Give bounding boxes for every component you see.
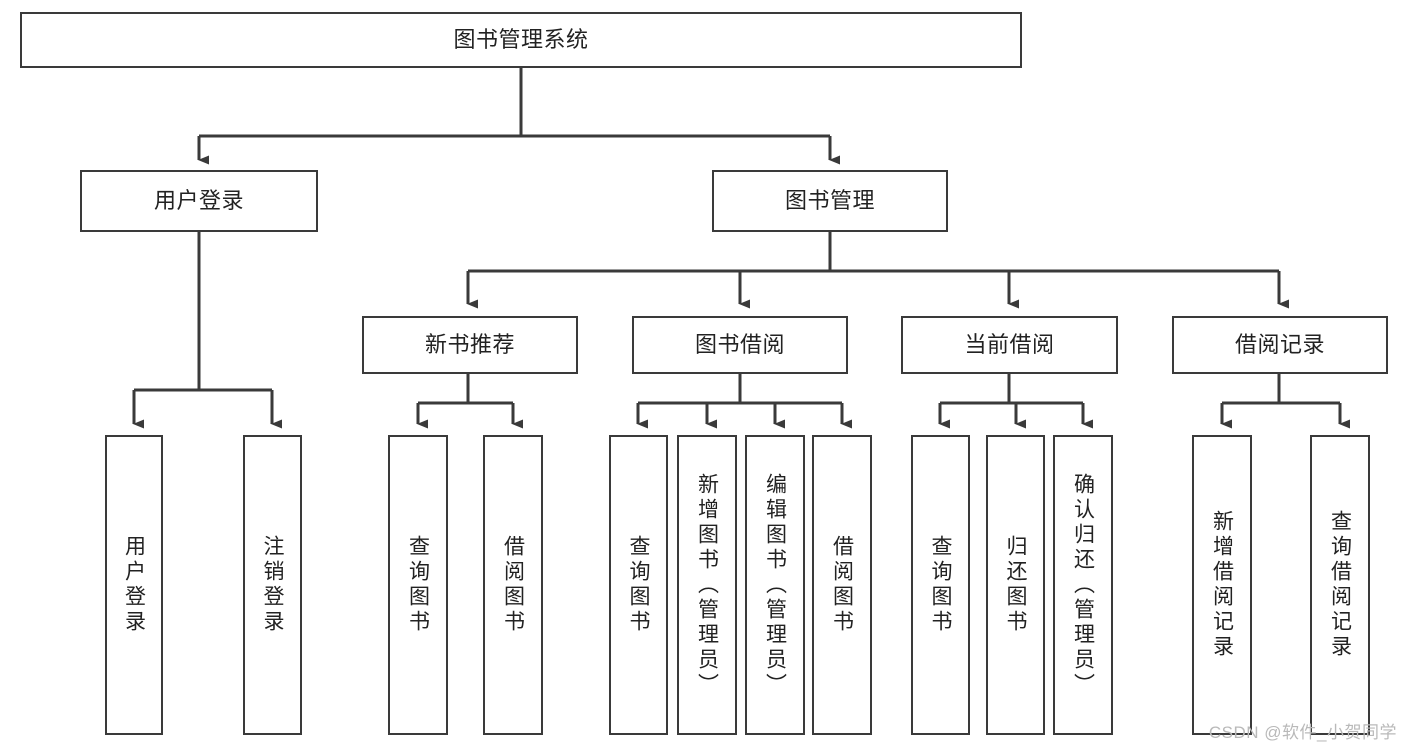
node-label: 查询图书 [406,535,430,635]
node-leaf-return-book[interactable]: 归还图书 [986,435,1045,735]
node-user-login[interactable]: 用户登录 [80,170,318,232]
node-label: 新增借阅记录 [1210,510,1234,660]
node-new-book-recommend[interactable]: 新书推荐 [362,316,578,374]
node-leaf-query-book-current[interactable]: 查询图书 [911,435,970,735]
connector-newbook-to-leaves [416,374,523,429]
node-leaf-edit-book-admin[interactable]: 编辑图书（管理员） [745,435,805,735]
node-leaf-query-book-borrow[interactable]: 查询图书 [609,435,668,735]
node-label: 当前借阅 [964,331,1055,357]
node-label: 借阅记录 [1234,331,1325,357]
connector-bookmgmt-to-level3 [466,232,1289,309]
node-label: 图书借阅 [694,331,785,357]
node-label: 图书管理 [784,187,875,213]
node-label: 归还图书 [1004,535,1027,635]
node-label: 查询图书 [627,535,650,635]
node-label: 借阅图书 [501,535,525,635]
node-leaf-borrow-book-newbook[interactable]: 借阅图书 [483,435,543,735]
node-label: 新书推荐 [424,331,515,357]
node-leaf-add-borrow-record[interactable]: 新增借阅记录 [1192,435,1252,735]
node-label: 用户登录 [153,187,244,213]
node-label: 查询借阅记录 [1328,510,1352,660]
node-leaf-query-book-newbook[interactable]: 查询图书 [388,435,448,735]
node-book-borrow[interactable]: 图书借阅 [632,316,848,374]
node-label: 编辑图书（管理员） [763,472,787,698]
node-label: 借阅图书 [830,535,854,635]
node-label: 新增图书（管理员） [695,472,719,698]
node-leaf-add-book-admin[interactable]: 新增图书（管理员） [677,435,737,735]
node-label: 注销登录 [261,535,284,635]
node-leaf-query-borrow-record[interactable]: 查询借阅记录 [1310,435,1370,735]
connector-userlogin-to-leaves [132,232,282,429]
connector-borrowbook-to-leaves [636,374,852,429]
node-label: 确认归还（管理员） [1071,472,1095,698]
node-leaf-user-login[interactable]: 用户登录 [105,435,163,735]
node-leaf-borrow-book[interactable]: 借阅图书 [812,435,872,735]
node-label: 用户登录 [122,535,146,635]
node-borrow-record[interactable]: 借阅记录 [1172,316,1388,374]
node-book-management[interactable]: 图书管理 [712,170,948,232]
node-leaf-logout[interactable]: 注销登录 [243,435,302,735]
node-label: 图书管理系统 [453,26,589,52]
connector-borrowrecord-to-leaves [1220,374,1350,429]
node-current-borrow[interactable]: 当前借阅 [901,316,1118,374]
node-leaf-confirm-return-admin[interactable]: 确认归还（管理员） [1053,435,1113,735]
connector-currentborrow-to-leaves [938,374,1093,429]
node-root[interactable]: 图书管理系统 [20,12,1022,68]
connector-root-to-level2 [197,68,840,165]
node-label: 查询图书 [929,535,952,635]
